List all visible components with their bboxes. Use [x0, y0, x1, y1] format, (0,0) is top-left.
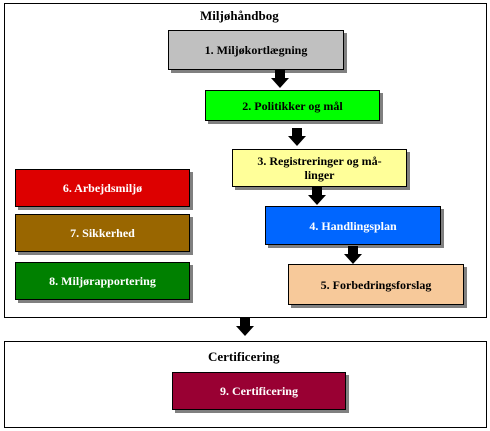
arrow-down-icon — [308, 187, 326, 205]
step-5-box: 5. Forbedringsforslag — [288, 264, 464, 305]
step-4-box: 4. Handlingsplan — [265, 206, 441, 245]
step-1-box: 1. Miljøkortlægning — [168, 30, 344, 70]
step-3-box: 3. Registreringer og må-linger — [232, 149, 407, 187]
side-item-sikkerhed: 7. Sikkerhed — [15, 214, 190, 252]
side-item-arbejdsmiljo: 6. Arbejdsmiljø — [15, 169, 190, 207]
step-2-box: 2. Politikker og mål — [205, 90, 380, 121]
certification-box: 9. Certificering — [172, 372, 346, 410]
arrow-down-icon — [344, 246, 362, 264]
arrow-down-icon — [271, 70, 289, 88]
handbook-title: Miljøhåndbog — [200, 8, 279, 23]
certification-title: Certificering — [208, 349, 280, 364]
arrow-down-icon — [236, 318, 254, 336]
arrow-down-icon — [288, 128, 306, 146]
side-item-miljorapportering: 8. Miljørapportering — [15, 262, 190, 300]
